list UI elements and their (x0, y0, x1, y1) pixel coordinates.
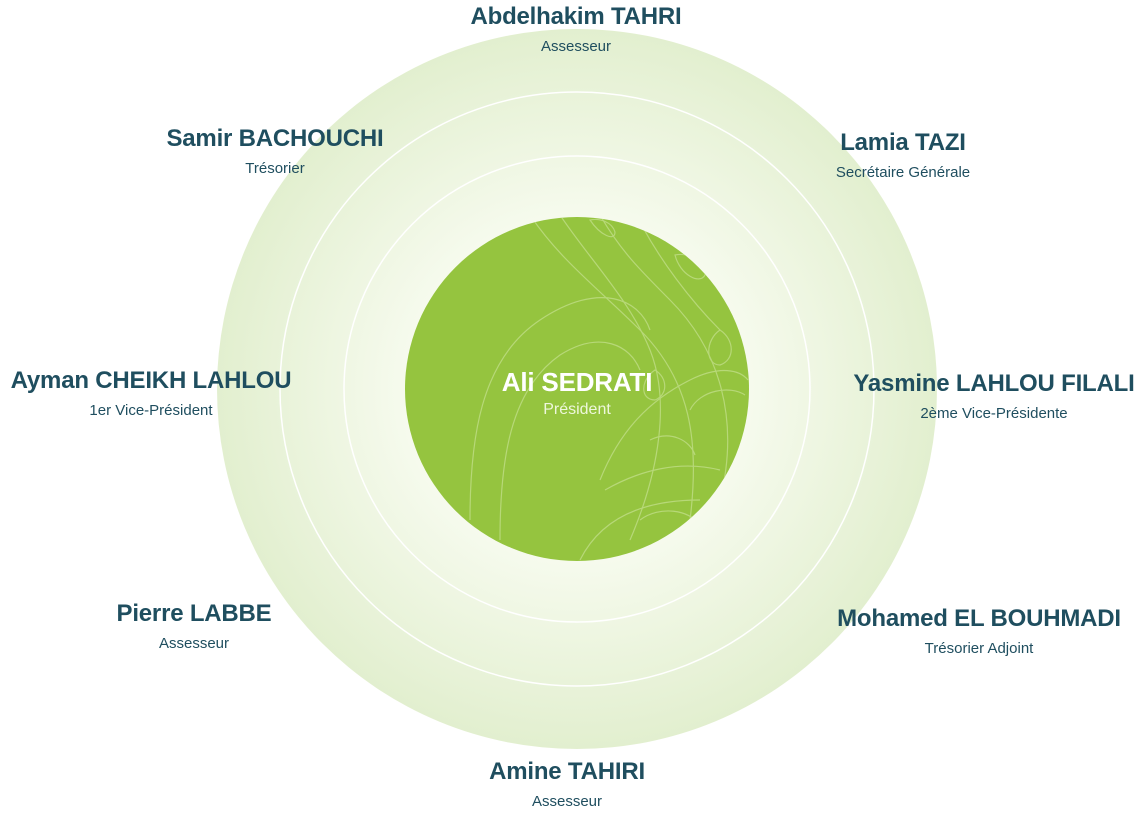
member-role: Trésorier (245, 160, 305, 177)
center-circle (405, 217, 749, 561)
member-role: Secrétaire Générale (835, 164, 971, 181)
member-role: Assesseur (531, 793, 603, 810)
member-role: Trésorier Adjoint (924, 640, 1034, 657)
president-role: Président (543, 401, 611, 418)
member-right: Yasmine LAHLOU FILALI 2ème Vice-Présiden… (853, 370, 1134, 424)
member-left: Ayman CHEIKH LAHLOU 1er Vice-Président (11, 367, 292, 421)
member-bottom: Amine TAHIRI Assesseur (489, 758, 645, 812)
member-role: 1er Vice-Président (89, 402, 213, 419)
member-top-left: Samir BACHOUCHI Trésorier (166, 125, 383, 179)
member-role: 2ème Vice-Présidente (920, 405, 1068, 422)
ring-line-2 (343, 155, 811, 623)
member-top-right: Lamia TAZI Secrétaire Générale (836, 129, 970, 183)
member-bottom-left: Pierre LABBE Assesseur (117, 600, 272, 654)
member-name: Pierre LABBE (116, 600, 272, 627)
member-name: Samir BACHOUCHI (166, 125, 384, 152)
center-pattern (469, 217, 749, 561)
president-label: Ali SEDRATI Président (501, 367, 653, 420)
member-name: Lamia TAZI (840, 129, 966, 156)
member-role: Assesseur (540, 38, 612, 55)
member-top: Abdelhakim TAHRI Assesseur (470, 3, 681, 57)
president-name: Ali SEDRATI (501, 367, 653, 397)
member-name: Mohamed EL BOUHMADI (837, 605, 1121, 632)
member-name: Ayman CHEIKH LAHLOU (10, 367, 292, 394)
ring-line-1 (279, 91, 875, 687)
member-bottom-right: Mohamed EL BOUHMADI Trésorier Adjoint (837, 605, 1121, 659)
member-name: Yasmine LAHLOU FILALI (853, 370, 1135, 397)
member-name: Abdelhakim TAHRI (470, 3, 682, 30)
member-name: Amine TAHIRI (489, 758, 645, 785)
member-role: Assesseur (158, 635, 230, 652)
